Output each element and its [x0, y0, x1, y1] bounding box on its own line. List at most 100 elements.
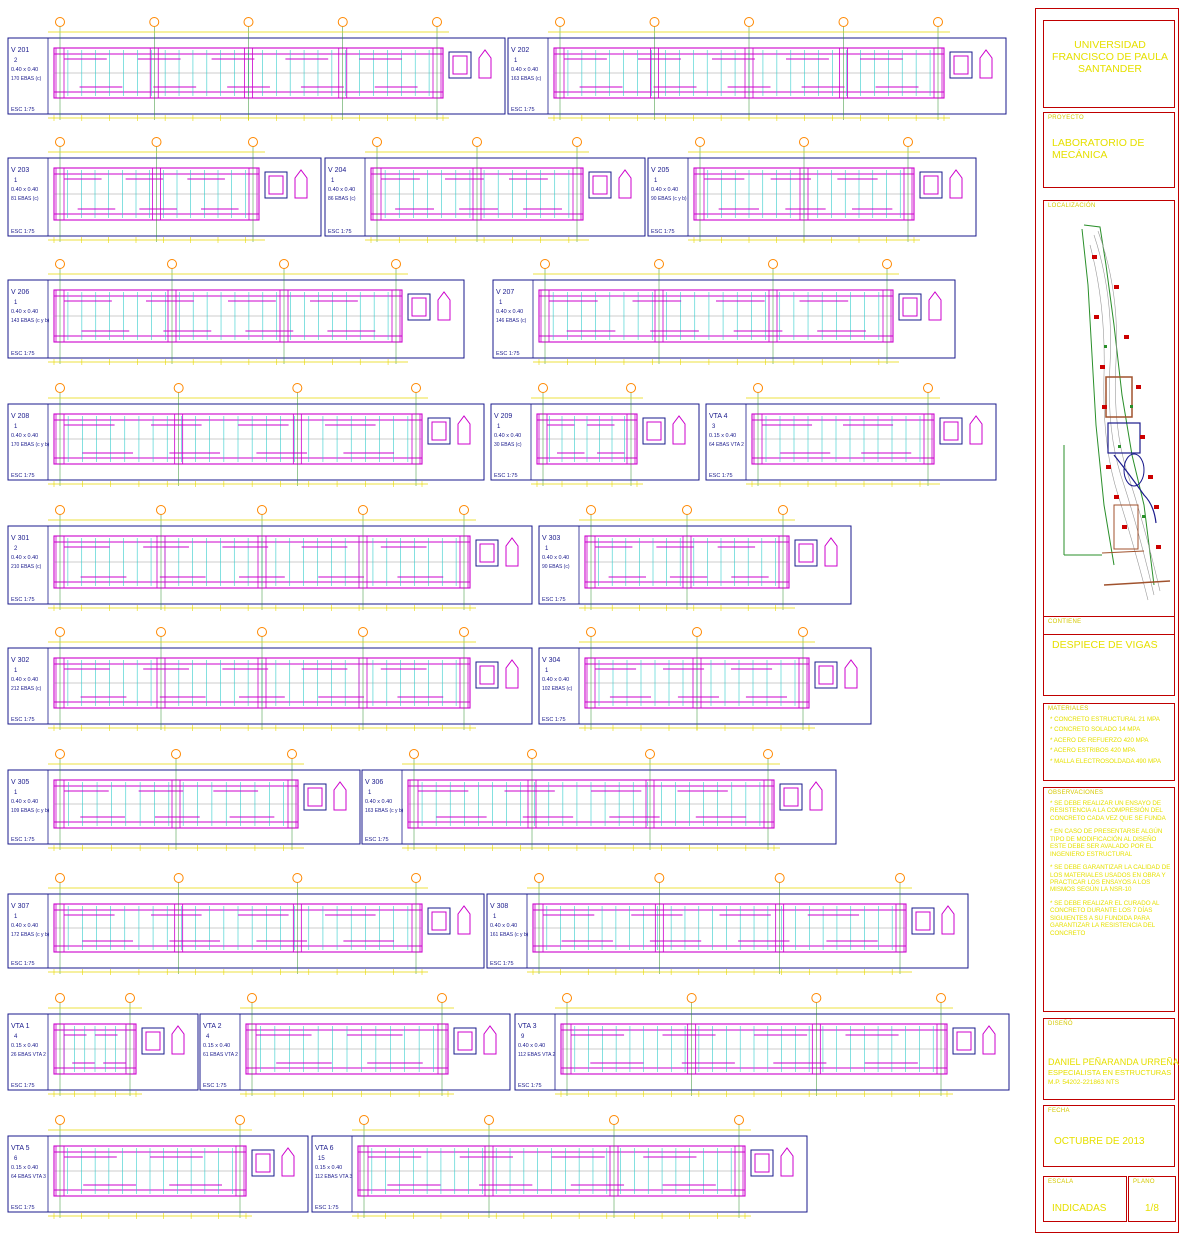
date-label: FECHA	[1048, 1108, 1070, 1114]
stirrup-hook-detail	[457, 905, 471, 935]
beam-scale-tag: ESC 1:75	[315, 1205, 339, 1211]
beam-panel-frame	[538, 525, 852, 605]
beam-panel-frame	[7, 769, 361, 845]
beam-name: V 302	[11, 657, 29, 664]
designer-cell: DISEÑÓ DANIEL PEÑARANDA URREÑA ESPECIALI…	[1043, 1018, 1179, 1100]
beam-scale-tag: ESC 1:75	[365, 837, 389, 843]
axis-bubble	[695, 137, 705, 147]
beam-quantity: 1	[499, 300, 503, 306]
beam-scale-tag: ESC 1:75	[496, 351, 520, 357]
stirrup-hook-detail	[294, 169, 308, 199]
beam-section: 0.15 x 0.40	[11, 1043, 38, 1049]
beam-scale-tag: ESC 1:75	[203, 1083, 227, 1089]
beam-stirrups: 109 EBAS (c y b)	[11, 808, 50, 814]
axis-bubble	[337, 17, 348, 27]
location-label: LOCALIZACIÓN	[1048, 203, 1096, 209]
stirrup-hook-detail	[505, 659, 519, 689]
axis-bubble	[55, 1115, 65, 1125]
axis-bubble	[572, 137, 582, 147]
axis-bubble	[167, 259, 177, 269]
title-block-frame	[1035, 8, 1179, 1233]
cross-section-stirrup	[798, 543, 814, 563]
axis-bubble	[292, 383, 303, 393]
beam-panel-frame	[311, 1135, 808, 1213]
material-item: * CONCRETO ESTRUCTURAL 21 MPA	[1050, 716, 1160, 723]
university-cell: UNIVERSIDAD FRANCISCO DE PAULA SANTANDER	[1043, 20, 1175, 108]
cross-section-stirrup	[902, 297, 918, 317]
cross-section-stirrup	[818, 665, 834, 685]
beam-quantity: 1	[331, 178, 335, 184]
beam-quantity: 1	[368, 790, 372, 796]
stirrup-hook-detail	[478, 49, 492, 79]
beam-scale-tag: ESC 1:75	[328, 229, 352, 235]
stirrup-hook-detail	[281, 1147, 295, 1177]
axis-bubble	[763, 749, 773, 759]
axis-bubble	[257, 505, 267, 515]
beam-quantity: 4	[206, 1034, 210, 1040]
beam-section: 0.40 x 0.40	[496, 309, 523, 315]
cross-section-stirrup	[268, 175, 284, 195]
cross-section	[939, 417, 963, 445]
beam-section: 0.40 x 0.40	[11, 677, 38, 683]
beam-name: V 307	[11, 903, 29, 910]
axis-bubble	[391, 259, 401, 269]
axis-bubble	[686, 993, 697, 1003]
designer-label: DISEÑÓ	[1048, 1021, 1073, 1027]
beam-panel-frame	[361, 769, 837, 845]
axis-bubble	[235, 1115, 245, 1125]
axis-bubble	[247, 993, 257, 1003]
axis-bubble	[527, 749, 537, 759]
axis-bubble	[437, 993, 447, 1003]
beam-section: 0.40 x 0.40	[11, 187, 38, 193]
axis-bubble	[156, 505, 166, 515]
cross-section-stirrup	[307, 787, 323, 807]
beam-panel-frame	[507, 37, 1007, 115]
beam-section: 0.40 x 0.40	[542, 555, 569, 561]
beam-quantity: 1	[14, 790, 18, 796]
stirrup-hook-detail	[941, 905, 955, 935]
axis-bubble	[654, 259, 664, 269]
axis-bubble	[484, 1115, 494, 1125]
cross-section	[448, 51, 472, 79]
cross-section	[475, 539, 499, 567]
axis-bubble	[649, 17, 660, 27]
cross-section-stirrup	[943, 421, 959, 441]
beam-quantity: 1	[514, 58, 518, 64]
location-site-plan	[1063, 224, 1171, 601]
cross-section	[779, 783, 803, 811]
cross-section-stirrup	[592, 175, 608, 195]
stirrup-hook-detail	[505, 537, 519, 567]
beam-name: V 207	[496, 289, 514, 296]
beam-section: 0.40 x 0.40	[511, 67, 538, 73]
stirrup-hook-detail	[437, 291, 451, 321]
beam-panel-frame	[705, 403, 997, 481]
cross-section	[264, 171, 288, 199]
cross-section	[427, 907, 451, 935]
beam-section: 0.40 x 0.40	[11, 923, 38, 929]
cross-section-stirrup	[145, 1031, 161, 1051]
beam-name: V 209	[494, 413, 512, 420]
beam-section: 0.15 x 0.40	[315, 1165, 342, 1171]
axis-bubble	[55, 17, 65, 27]
beam-name: V 205	[651, 167, 669, 174]
beam-stirrups: 161 EBAS (c y b)	[490, 932, 529, 938]
cross-section	[141, 1027, 165, 1055]
beam-stirrups: 81 EBAS (c)	[11, 196, 39, 202]
cross-section	[750, 1149, 774, 1177]
beam-panel-frame	[199, 1013, 511, 1091]
axis-bubble	[287, 749, 297, 759]
axis-bubble	[55, 505, 65, 515]
axis-bubble	[609, 1115, 619, 1125]
cross-section	[588, 171, 612, 199]
beam-stirrups: 172 EBAS (c y b)	[11, 932, 50, 938]
stirrup-hook-detail	[969, 415, 983, 445]
axis-bubble	[55, 383, 65, 393]
cross-section-stirrup	[783, 787, 799, 807]
project-label: PROYECTO	[1048, 115, 1084, 121]
beam-panel-frame	[7, 893, 485, 969]
beam-section: 0.40 x 0.40	[11, 433, 38, 439]
axis-bubble	[734, 1115, 744, 1125]
axis-bubble	[55, 749, 65, 759]
beam-quantity: 1	[14, 668, 18, 674]
designer-license: M.P. 54202-221863 NTS	[1048, 1079, 1120, 1086]
